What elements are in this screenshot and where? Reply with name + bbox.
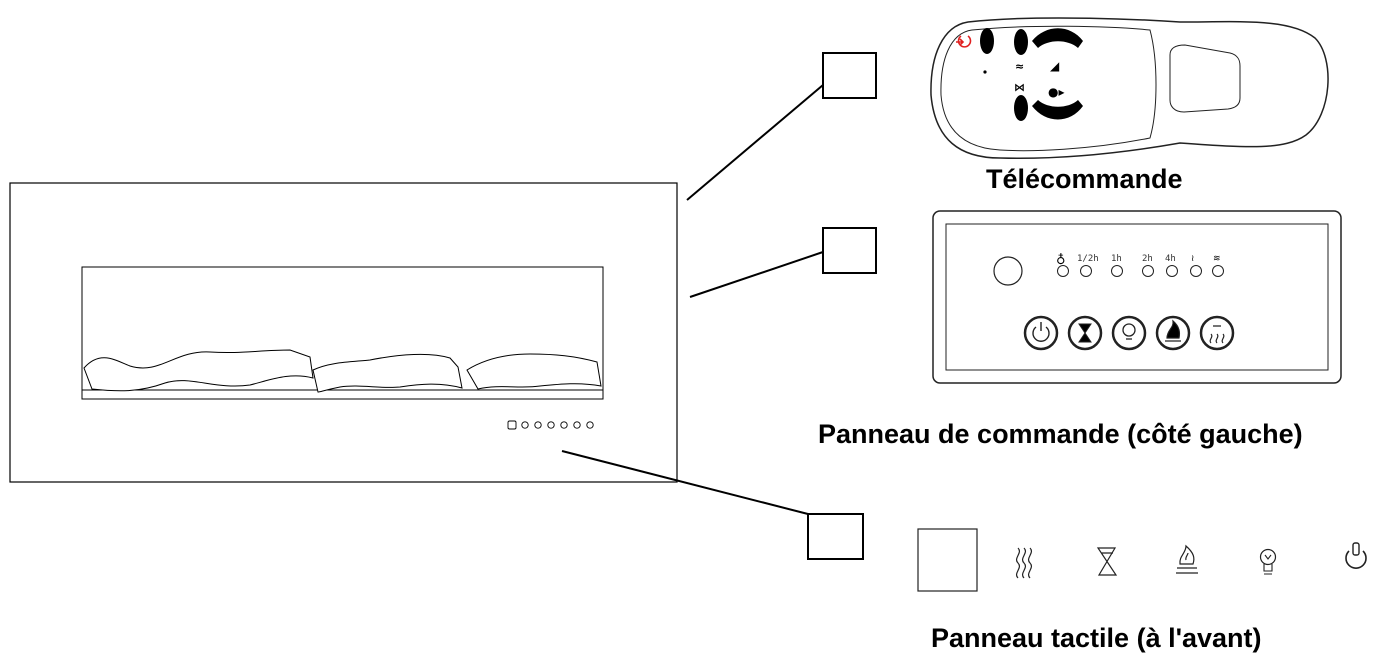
light-button[interactable] (1032, 100, 1083, 120)
heat-button[interactable] (1032, 28, 1083, 48)
flame-down-icon: ⋈ (1014, 81, 1025, 94)
timer-icon (1096, 547, 1118, 576)
control-panel-inner (945, 223, 1329, 371)
ir-receiver (993, 256, 1023, 286)
callout-box-remote (822, 52, 877, 99)
light-icon: ●▸ (1048, 85, 1065, 99)
leader-line-remote (686, 84, 824, 201)
flame-indicator-icon: ♁ (1056, 253, 1066, 268)
touch-timer-button[interactable] (1096, 547, 1118, 576)
remote-battery-cover (1169, 44, 1241, 113)
heat-icon (1209, 325, 1225, 344)
panel-flame-button[interactable] (1155, 315, 1191, 351)
flame-icon (1165, 319, 1181, 342)
remote-led (983, 70, 987, 74)
panel-heat-button[interactable] (1199, 315, 1235, 351)
panel-light-button[interactable] (1111, 315, 1147, 351)
control-panel-caption: Panneau de commande (côté gauche) (818, 419, 1303, 449)
fireplace (9, 182, 678, 483)
timer-icon (1078, 323, 1092, 343)
heat-high-icon: ≋ (1213, 254, 1221, 264)
touch-panel-display (917, 528, 978, 592)
flame-icon (1176, 544, 1198, 574)
remote-power-button[interactable] (980, 28, 994, 54)
touch-panel (917, 528, 1367, 592)
volume-icon: ◢ (1050, 59, 1060, 73)
fireplace-logs (83, 349, 602, 393)
indicator-leds (1057, 265, 1224, 277)
fireplace-touch-indicators (507, 420, 594, 430)
power-icon[interactable] (956, 35, 972, 48)
leader-line-control-panel (689, 251, 824, 298)
touch-panel-caption: Panneau tactile (à l'avant) (931, 623, 1262, 653)
light-bulb-icon (1122, 323, 1136, 337)
touch-heat-button[interactable] (1015, 547, 1033, 579)
fireplace-frame (9, 182, 678, 483)
remote-inner-outline (940, 25, 1157, 152)
panel-power-button[interactable] (1023, 315, 1059, 351)
leader-line-touch-panel (561, 450, 809, 515)
touch-flame-button[interactable] (1176, 544, 1198, 574)
timer-label-2h: 2h (1142, 254, 1153, 264)
callout-box-control-panel (822, 227, 877, 274)
light-bulb-icon (1259, 548, 1277, 566)
remote-control: ≈ ⋈ ◢ ●▸ (930, 17, 1329, 160)
timer-label-1h: 1h (1111, 254, 1122, 264)
heat-icon (1015, 547, 1033, 579)
flame-down-button[interactable] (1014, 95, 1028, 121)
timer-label-4h: 4h (1165, 254, 1176, 264)
touch-power-button[interactable] (1345, 542, 1367, 569)
touch-light-button[interactable] (1259, 548, 1277, 575)
power-icon (1345, 550, 1367, 569)
control-panel-outer (932, 210, 1342, 384)
fireplace-window (81, 266, 604, 400)
callout-box-touch-panel (807, 513, 864, 560)
flame-up-icon: ≈ (1015, 60, 1024, 73)
power-icon (1032, 322, 1050, 342)
flame-up-button[interactable] (1014, 29, 1028, 55)
control-panel: ♁ 1/2h 1h 2h 4h ≀ ≋ (932, 210, 1342, 384)
heat-low-icon: ≀ (1191, 254, 1194, 264)
callouts (561, 52, 877, 560)
remote-caption: Télécommande (986, 164, 1183, 194)
panel-timer-button[interactable] (1067, 315, 1103, 351)
timer-label-half-hour: 1/2h (1077, 254, 1099, 264)
